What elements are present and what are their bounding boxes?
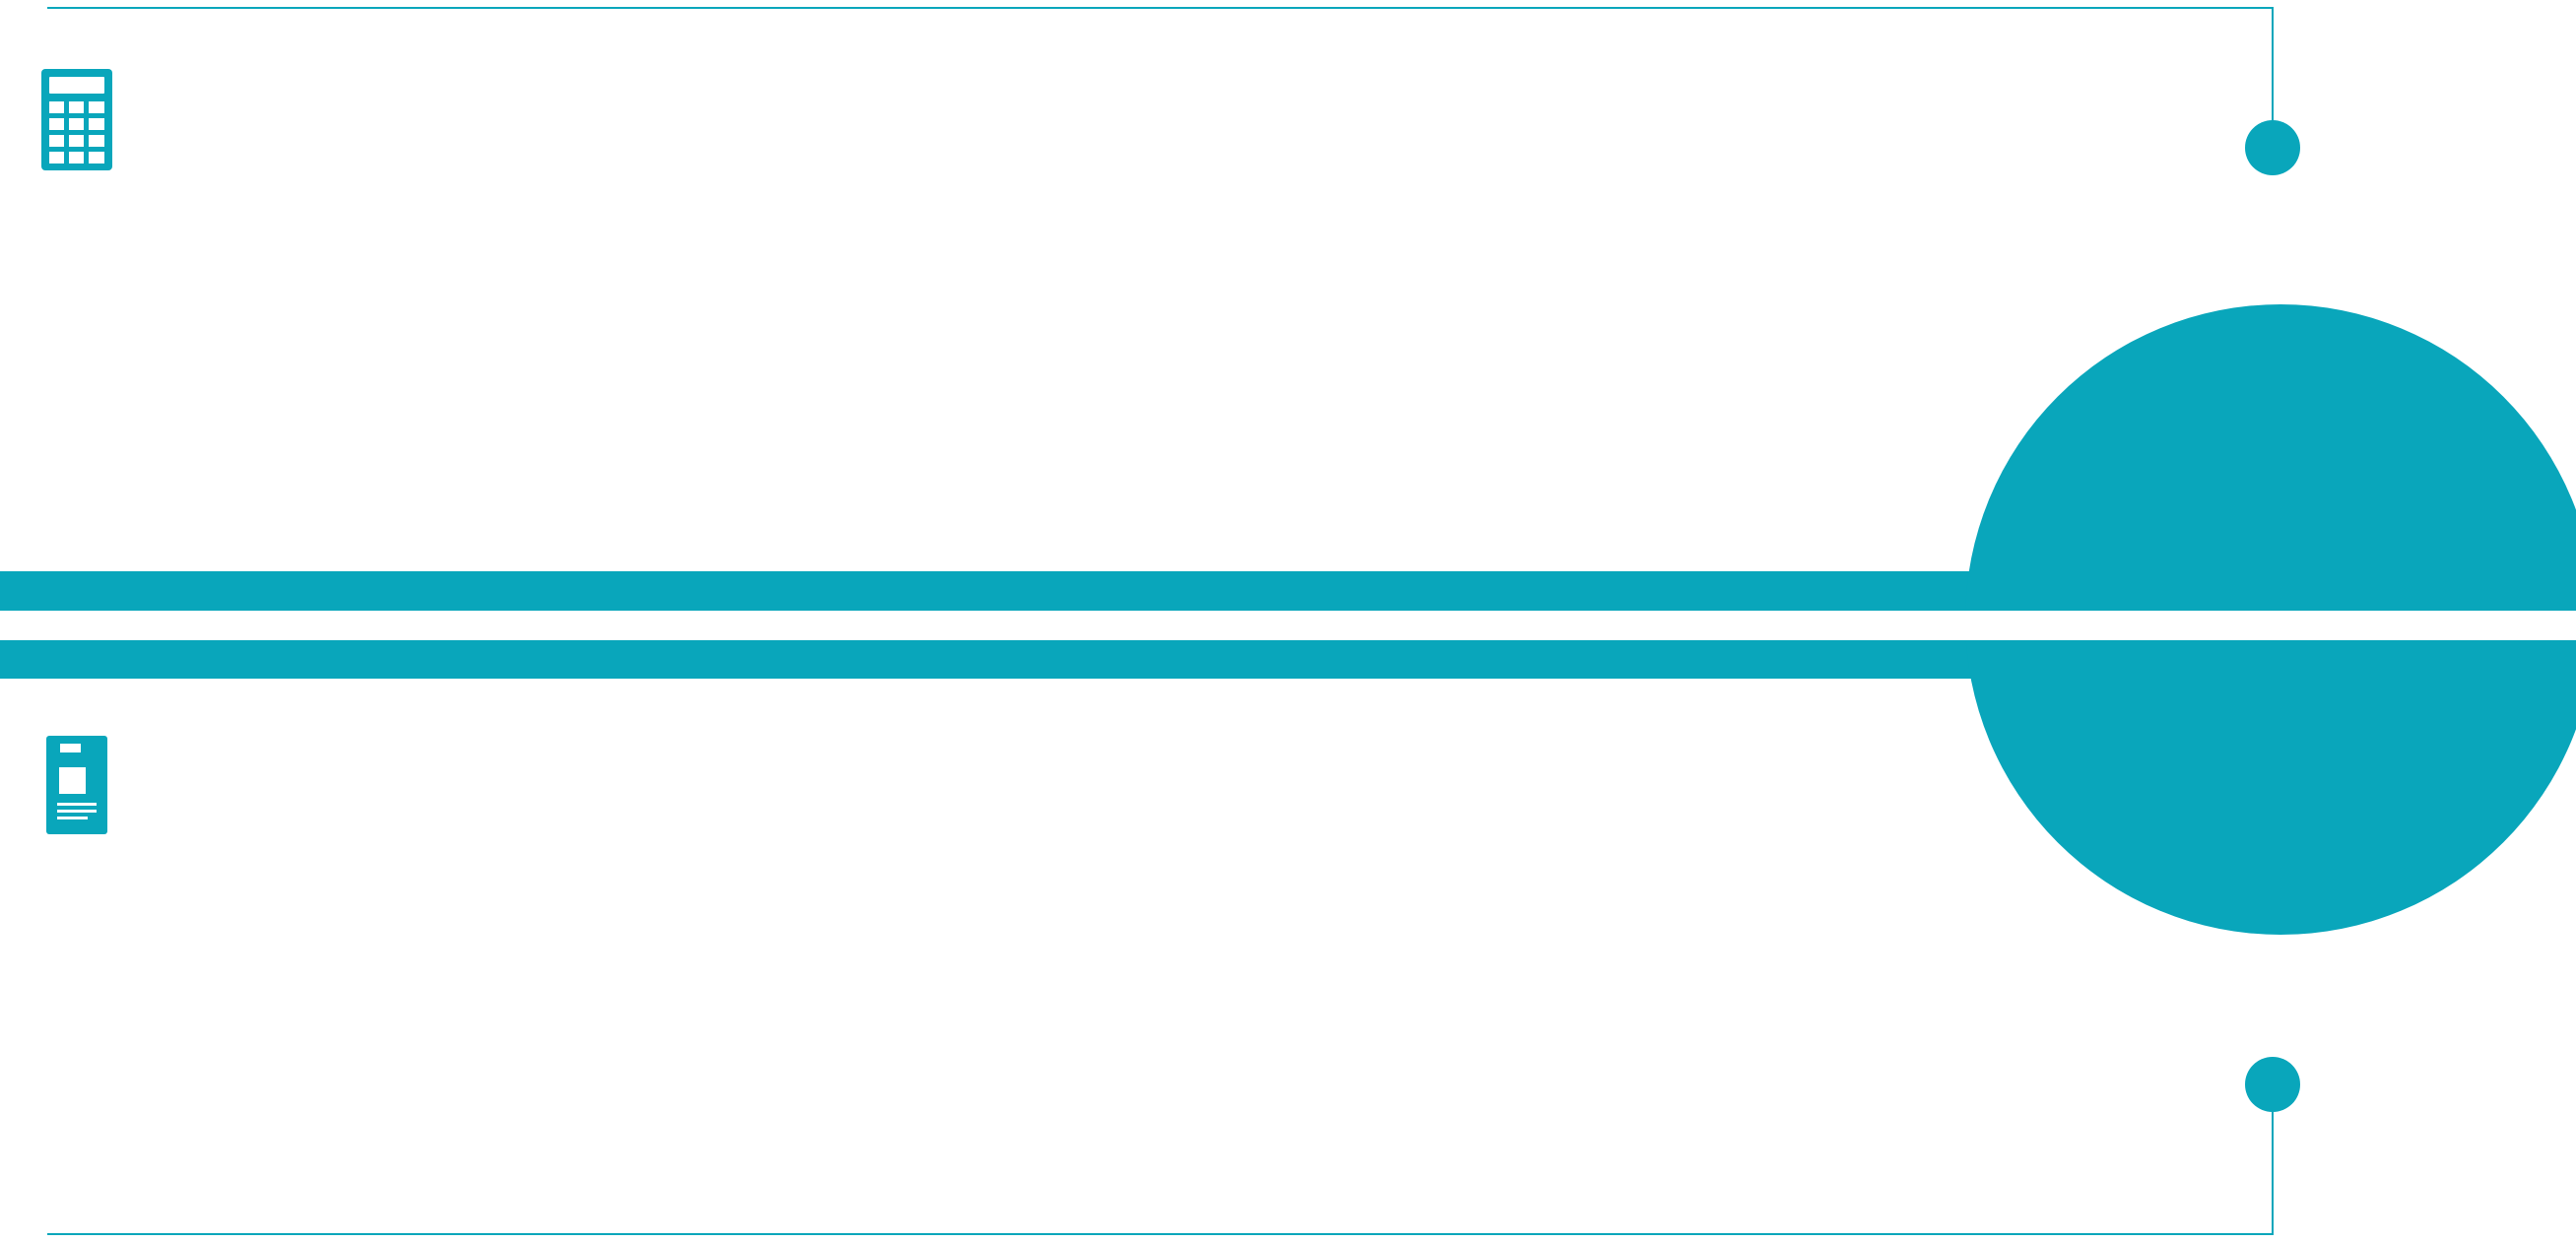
bottom-connector-line [2272,1112,2274,1234]
bottom-connector-dot [2245,1057,2300,1112]
bottom-border-line [47,1233,2274,1235]
calculator-icon [41,69,112,170]
timeline-bar-lower [0,640,2281,679]
top-connector-dot [2245,120,2300,175]
circle-divider-stripe [0,611,2576,640]
top-connector-line [2272,7,2274,120]
top-border-line [47,7,2274,9]
timeline-bar-upper [0,571,2281,611]
document-icon [46,736,107,834]
